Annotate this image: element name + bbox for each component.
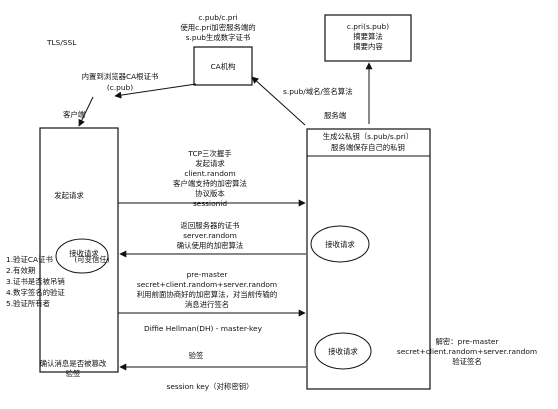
tcp-line3: client.random [184,169,235,178]
return-cert-line1: 返回服务器的证书 [180,221,240,230]
s-pub-send-label: s.pub/域名/签名算法 [283,87,353,96]
dh-label: Diffie Hellman(DH) - master-key [144,324,263,333]
client-recv-label: 接收请求 [69,249,99,258]
arrow-browser-to-client [78,96,94,127]
trusted-label: (可变信任) [74,255,109,264]
client-label: 客户端 [63,110,86,119]
initiate-label: 发起请求 [54,191,84,200]
return-cert-line2: server.random [183,231,237,240]
decrypt-line2: secret+client.random+server.random [397,347,537,356]
premaster-line2: secret+client.random+server.random [137,280,277,289]
server-pri-box [324,14,412,62]
sign-label: 验签 [189,351,204,360]
ca-top-line2: 使用c.pri加密服务端的 [180,23,255,32]
session-key-label: session key（对称密钥） [167,382,254,391]
premaster-line4: 消息进行签名 [185,300,229,309]
verify-item-4: 4.数字签名的验证 [6,288,65,297]
ca-box [193,46,253,86]
decrypt-line3: 验证签名 [452,357,482,366]
tamper-line1: 确认消息是否被篡改 [40,359,107,368]
browser-ca-line1: 内置到浏览器CA根证书 [82,72,159,81]
server-pri-line1: c.pri(s.pub) [347,22,389,31]
ca-top-line1: c.pub/c.pri [198,13,237,22]
tls-label: TLS/SSL [46,38,77,47]
verify-item-2: 2.有效期 [6,266,35,275]
ca-top-line3: s.pub生成数字证书 [186,33,251,42]
browser-ca-line2: (c.pub) [107,83,133,92]
tcp-line2: 发起请求 [195,159,225,168]
tcp-line1: TCP三次握手 [187,149,232,158]
server-recv2-ellipse [314,332,372,370]
verify-item-1: 1.验证CA证书 [6,255,53,264]
tamper-line2: 验签 [66,369,81,378]
tcp-line4: 客户端支持的加密算法 [173,179,247,188]
server-recv1-ellipse [310,225,370,263]
arrow-server-to-ca [251,76,306,126]
server-pri-line2: 摘要算法 [353,32,383,41]
server-title-line2: 服务端保存自己的私钥 [331,143,405,152]
server-title-line1: 生成公私钥（s.pub/s.pri） [323,132,413,141]
premaster-line1: pre-master [187,270,229,279]
client-recv-ellipse [55,238,109,274]
verify-item-3: 3.证书是否被吊销 [6,277,65,286]
arrow-ca-to-browser [114,83,197,99]
ca-box-label: CA机构 [211,62,236,71]
premaster-line3: 利用前面协商好的加密算法，对当前传输的 [137,290,277,299]
server-pri-line3: 摘要内容 [353,42,383,51]
return-cert-line3: 确认使用的加密算法 [177,241,244,250]
decrypt-line1: 解密：pre-master [435,337,499,346]
server-recv1-label: 接收请求 [325,240,355,249]
verify-item-5: 5.验证所有者 [6,299,50,308]
server-recv2-label: 接收请求 [328,347,358,356]
server-label: 服务端 [324,111,347,120]
tcp-line5: 协议版本 [195,189,225,198]
